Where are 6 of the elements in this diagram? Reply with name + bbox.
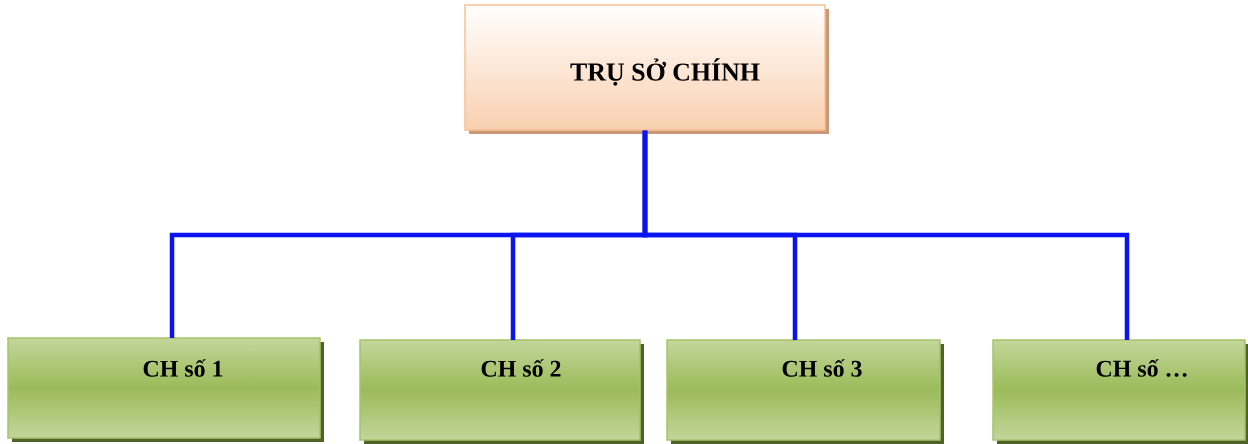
head-office-box: TRỤ SỞ CHÍNH bbox=[464, 4, 829, 134]
connector-line bbox=[642, 130, 1130, 340]
branch-box: CH số 2 bbox=[359, 339, 644, 444]
branch-box: CH số … bbox=[992, 339, 1248, 444]
branch-box: CH số 3 bbox=[666, 339, 944, 444]
branch-box: CH số 1 bbox=[7, 337, 324, 442]
